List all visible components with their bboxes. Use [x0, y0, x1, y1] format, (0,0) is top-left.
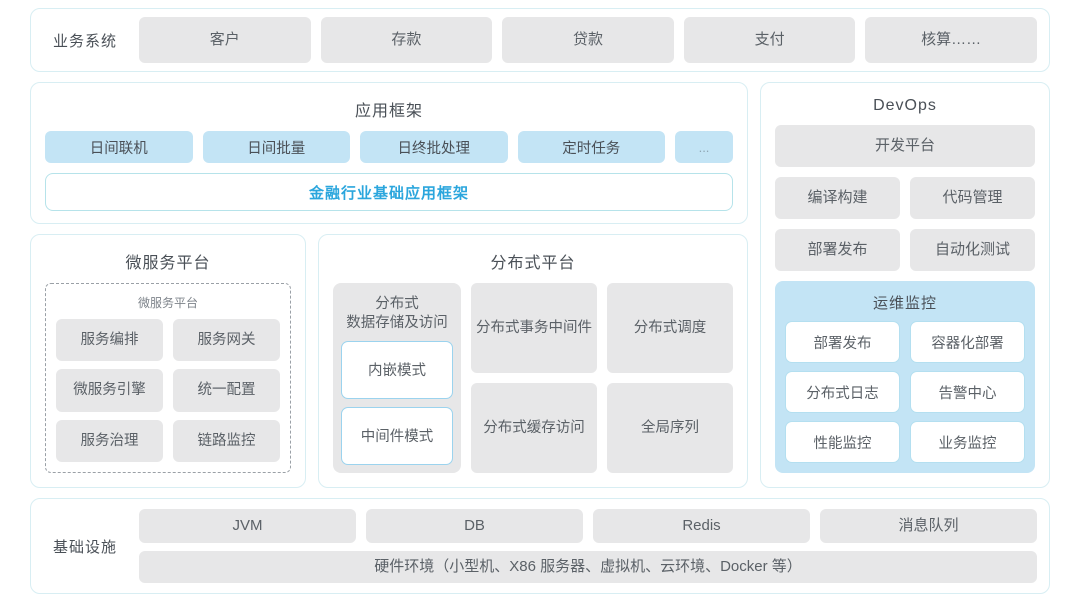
business-system-panel: 业务系统 客户 存款 贷款 支付 核算…… [30, 8, 1050, 72]
ops-monitoring-panel: 运维监控 部署发布 容器化部署 分布式日志 告警中心 性能监控 业务监控 [775, 281, 1035, 473]
devops-chip-code-management[interactable]: 代码管理 [910, 177, 1035, 219]
infra-chip-db[interactable]: DB [366, 509, 583, 543]
distributed-data-storage-column[interactable]: 分布式 数据存储及访问 内嵌模式 中间件模式 [333, 283, 461, 473]
distributed-platform-body: 分布式 数据存储及访问 内嵌模式 中间件模式 分布式 事务中间件 分布式调度 [333, 283, 733, 473]
distributed-data-storage-title: 分布式 数据存储及访问 [341, 291, 453, 341]
microservice-inner-title: 微服务平台 [137, 296, 198, 310]
finance-base-framework-banner: 金融行业基础应用框架 [45, 173, 733, 211]
business-chip-payment[interactable]: 支付 [683, 17, 856, 63]
dist-chip-transaction-middleware-line1: 分布式 [476, 319, 520, 336]
microservice-platform-title: 微服务平台 [125, 255, 211, 272]
middle-region: 应用框架 日间联机 日间批量 日终批处理 定时任务 ... 金融行业基础应用框架… [30, 82, 1050, 488]
infrastructure-label: 基础设施 [52, 538, 117, 556]
dist-mode-middleware[interactable]: 中间件模式 [341, 406, 453, 465]
business-chip-loan[interactable]: 贷款 [502, 17, 674, 63]
microservice-platform-panel: 微服务平台 微服务平台 服务编排 服务网关 微服务引擎 统一配置 服务治理 链路… [30, 234, 306, 488]
app-chip-daytime-batch[interactable]: 日间批量 [202, 131, 350, 163]
dist-chip-cache-access-line1: 分布式 [483, 419, 527, 436]
devops-chip-deploy-release[interactable]: 部署发布 [775, 229, 900, 271]
app-chip-scheduled-task[interactable]: 定时任务 [517, 131, 665, 163]
business-system-label: 业务系统 [52, 32, 117, 50]
microservice-inner-dashed-box: 微服务平台 服务编排 服务网关 微服务引擎 统一配置 服务治理 链路监控 [45, 283, 291, 473]
distributed-data-storage-title-line1: 分布式 [375, 296, 419, 312]
app-framework-panel: 应用框架 日间联机 日间批量 日终批处理 定时任务 ... 金融行业基础应用框架 [30, 82, 748, 224]
infrastructure-panel: 基础设施 JVM DB Redis 消息队列 硬件环境（小型机、X86 服务器、… [30, 498, 1050, 594]
business-chip-customer[interactable]: 客户 [139, 17, 311, 63]
distributed-item-grid: 分布式 事务中间件 分布式调度 分布式 缓存访问 全局序列 [471, 283, 733, 473]
middle-left-column: 应用框架 日间联机 日间批量 日终批处理 定时任务 ... 金融行业基础应用框架… [30, 82, 748, 488]
infra-chip-hardware-environment[interactable]: 硬件环境（小型机、X86 服务器、虚拟机、云环境、Docker 等） [139, 551, 1037, 583]
dist-chip-cache-access-line2: 缓存访问 [526, 419, 585, 436]
business-chip-accounting[interactable]: 核算…… [865, 17, 1037, 63]
app-framework-title: 应用框架 [354, 103, 423, 120]
ops-chip-performance-monitoring[interactable]: 性能监控 [785, 421, 900, 463]
infrastructure-content: JVM DB Redis 消息队列 硬件环境（小型机、X86 服务器、虚拟机、云… [139, 509, 1037, 583]
distributed-platform-panel: 分布式平台 分布式 数据存储及访问 内嵌模式 中间件模式 [318, 234, 748, 488]
dist-chip-global-sequence[interactable]: 全局序列 [607, 383, 733, 473]
ms-chip-unified-config[interactable]: 统一配置 [173, 369, 280, 412]
infra-chip-message-queue[interactable]: 消息队列 [820, 509, 1037, 543]
business-system-chip-list: 客户 存款 贷款 支付 核算…… [139, 17, 1037, 63]
ops-monitoring-grid: 部署发布 容器化部署 分布式日志 告警中心 性能监控 业务监控 [785, 321, 1025, 463]
devops-tools-grid: 编译构建 代码管理 部署发布 自动化测试 [775, 177, 1035, 271]
devops-column: DevOps 开发平台 编译构建 代码管理 部署发布 自动化测试 运维监控 部署… [760, 82, 1050, 488]
ops-chip-deploy-release[interactable]: 部署发布 [785, 321, 900, 363]
app-chip-daytime-online[interactable]: 日间联机 [45, 131, 193, 163]
ms-chip-microservice-engine[interactable]: 微服务引擎 [56, 369, 163, 412]
ms-chip-service-governance[interactable]: 服务治理 [56, 419, 163, 462]
ops-monitoring-title: 运维监控 [872, 295, 937, 312]
dist-chip-transaction-middleware[interactable]: 分布式 事务中间件 [471, 283, 597, 373]
infra-chip-redis[interactable]: Redis [593, 509, 810, 543]
business-chip-deposit[interactable]: 存款 [320, 17, 493, 63]
app-chip-eod-batch[interactable]: 日终批处理 [360, 131, 508, 163]
ops-chip-containerized-deploy[interactable]: 容器化部署 [910, 321, 1025, 363]
microservice-item-grid: 服务编排 服务网关 微服务引擎 统一配置 服务治理 链路监控 [56, 319, 280, 462]
dist-chip-cache-access[interactable]: 分布式 缓存访问 [471, 383, 597, 473]
dist-mode-embedded[interactable]: 内嵌模式 [341, 340, 453, 399]
ms-chip-service-gateway[interactable]: 服务网关 [173, 319, 280, 362]
devops-title: DevOps [873, 97, 937, 114]
ops-chip-distributed-logs[interactable]: 分布式日志 [785, 371, 900, 413]
devops-panel: DevOps 开发平台 编译构建 代码管理 部署发布 自动化测试 运维监控 部署… [760, 82, 1050, 488]
infra-chip-jvm[interactable]: JVM [139, 509, 356, 543]
devops-chip-automated-test[interactable]: 自动化测试 [910, 229, 1035, 271]
ops-chip-alert-center[interactable]: 告警中心 [910, 371, 1025, 413]
devops-chip-dev-platform[interactable]: 开发平台 [775, 125, 1035, 167]
infrastructure-chip-list: JVM DB Redis 消息队列 [139, 509, 1037, 543]
dist-chip-scheduling[interactable]: 分布式调度 [607, 283, 733, 373]
app-chip-more[interactable]: ... [675, 131, 733, 163]
distributed-data-storage-title-line2: 数据存储及访问 [346, 314, 448, 331]
devops-chip-compile-build[interactable]: 编译构建 [775, 177, 900, 219]
ms-chip-link-monitoring[interactable]: 链路监控 [173, 419, 280, 462]
ops-chip-business-monitoring[interactable]: 业务监控 [910, 421, 1025, 463]
distributed-platform-title: 分布式平台 [490, 255, 576, 272]
app-framework-chip-list: 日间联机 日间批量 日终批处理 定时任务 ... [45, 131, 733, 163]
lower-middle-region: 微服务平台 微服务平台 服务编排 服务网关 微服务引擎 统一配置 服务治理 链路… [30, 234, 748, 488]
ms-chip-service-orchestration[interactable]: 服务编排 [56, 319, 163, 362]
dist-chip-transaction-middleware-line2: 事务中间件 [519, 319, 593, 336]
